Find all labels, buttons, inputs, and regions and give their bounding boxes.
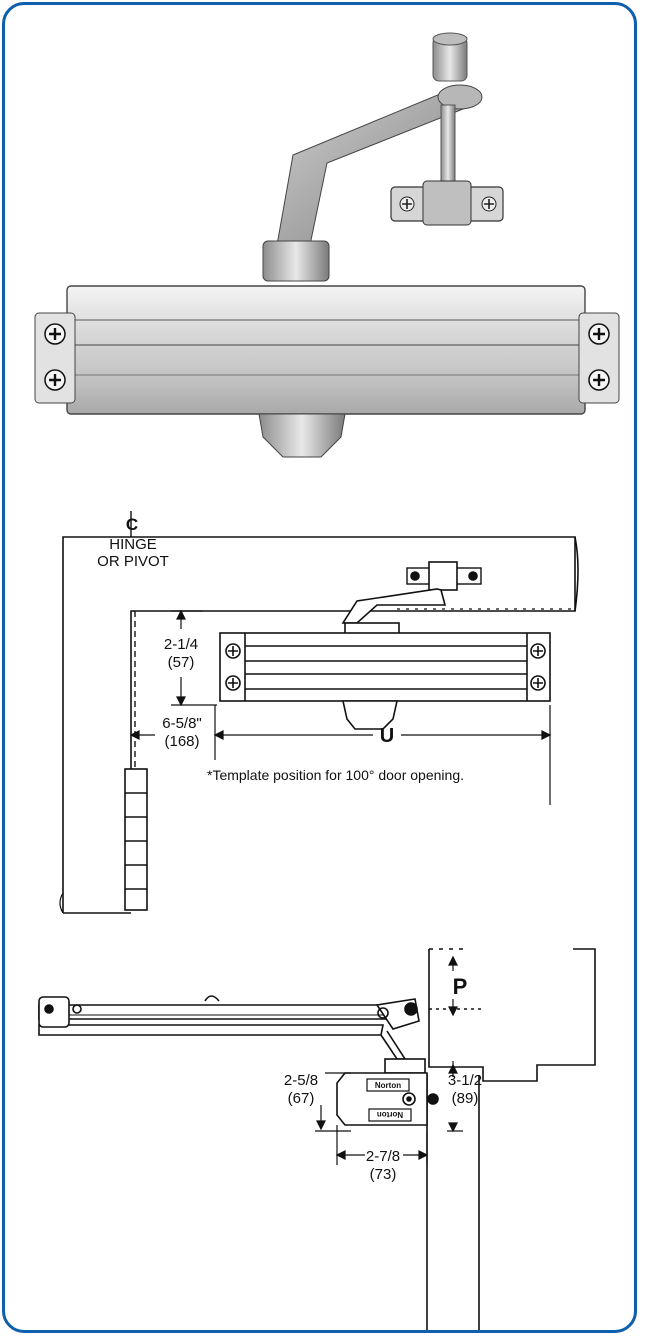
dim-body-height-mm-label: (67) [288,1090,315,1107]
parallel-arm [38,995,481,1060]
figure-frame: C HINGE OR PIVOT 2-1/4 (57) 6-5/8" (168)… [2,2,637,1333]
pivot-label: OR PIVOT [97,553,169,570]
pivot-cap [432,32,468,46]
dim-offset-mm-label: (168) [164,733,199,750]
parallel-arm-diagram [38,948,596,1330]
frame-outline [62,536,576,913]
dim-frame-height-label: 3-1/2 [448,1072,482,1089]
dim-height-label: 2-1/4 [164,636,198,653]
diagram-closer-arm [341,561,482,638]
centerline-mark: C [126,515,138,534]
valve-cap [258,413,346,458]
mounting-screws [44,323,610,391]
frame-break [574,536,579,612]
hinge-label: HINGE [109,536,157,553]
brand-label-top: Norton [375,1081,401,1090]
dim-frame-height-mm-label: (89) [452,1090,479,1107]
closer-body [66,285,586,415]
template-diagram [59,511,579,914]
dim-height-mm-label: (57) [168,654,195,671]
dimension-lines-2 [315,955,463,1165]
dim-length-label: U [380,725,394,747]
frame-head-outline [428,948,596,1082]
hinge-barrels [124,768,148,911]
frame-bracket [390,180,504,226]
arm-pivot-joint [437,84,483,110]
door-outline [426,1075,480,1330]
closer-end-view [336,1058,439,1126]
brand-label-bottom: Norton [377,1110,403,1119]
dimension-lines [129,609,552,805]
dim-offset-label: 6-5/8" [162,715,202,732]
template-note: *Template position for 100° door opening… [207,767,464,783]
spindle-collar [262,240,330,282]
dim-depth-mm-label: (73) [370,1166,397,1183]
diagram-closer-body [219,632,551,730]
door-closer-photo-icon [34,32,620,458]
figure-canvas: C HINGE OR PIVOT 2-1/4 (57) 6-5/8" (168)… [34,32,620,1330]
dim-p-label: P [453,974,468,999]
dim-depth-label: 2-7/8 [366,1148,400,1165]
dim-body-height-label: 2-5/8 [284,1072,318,1089]
